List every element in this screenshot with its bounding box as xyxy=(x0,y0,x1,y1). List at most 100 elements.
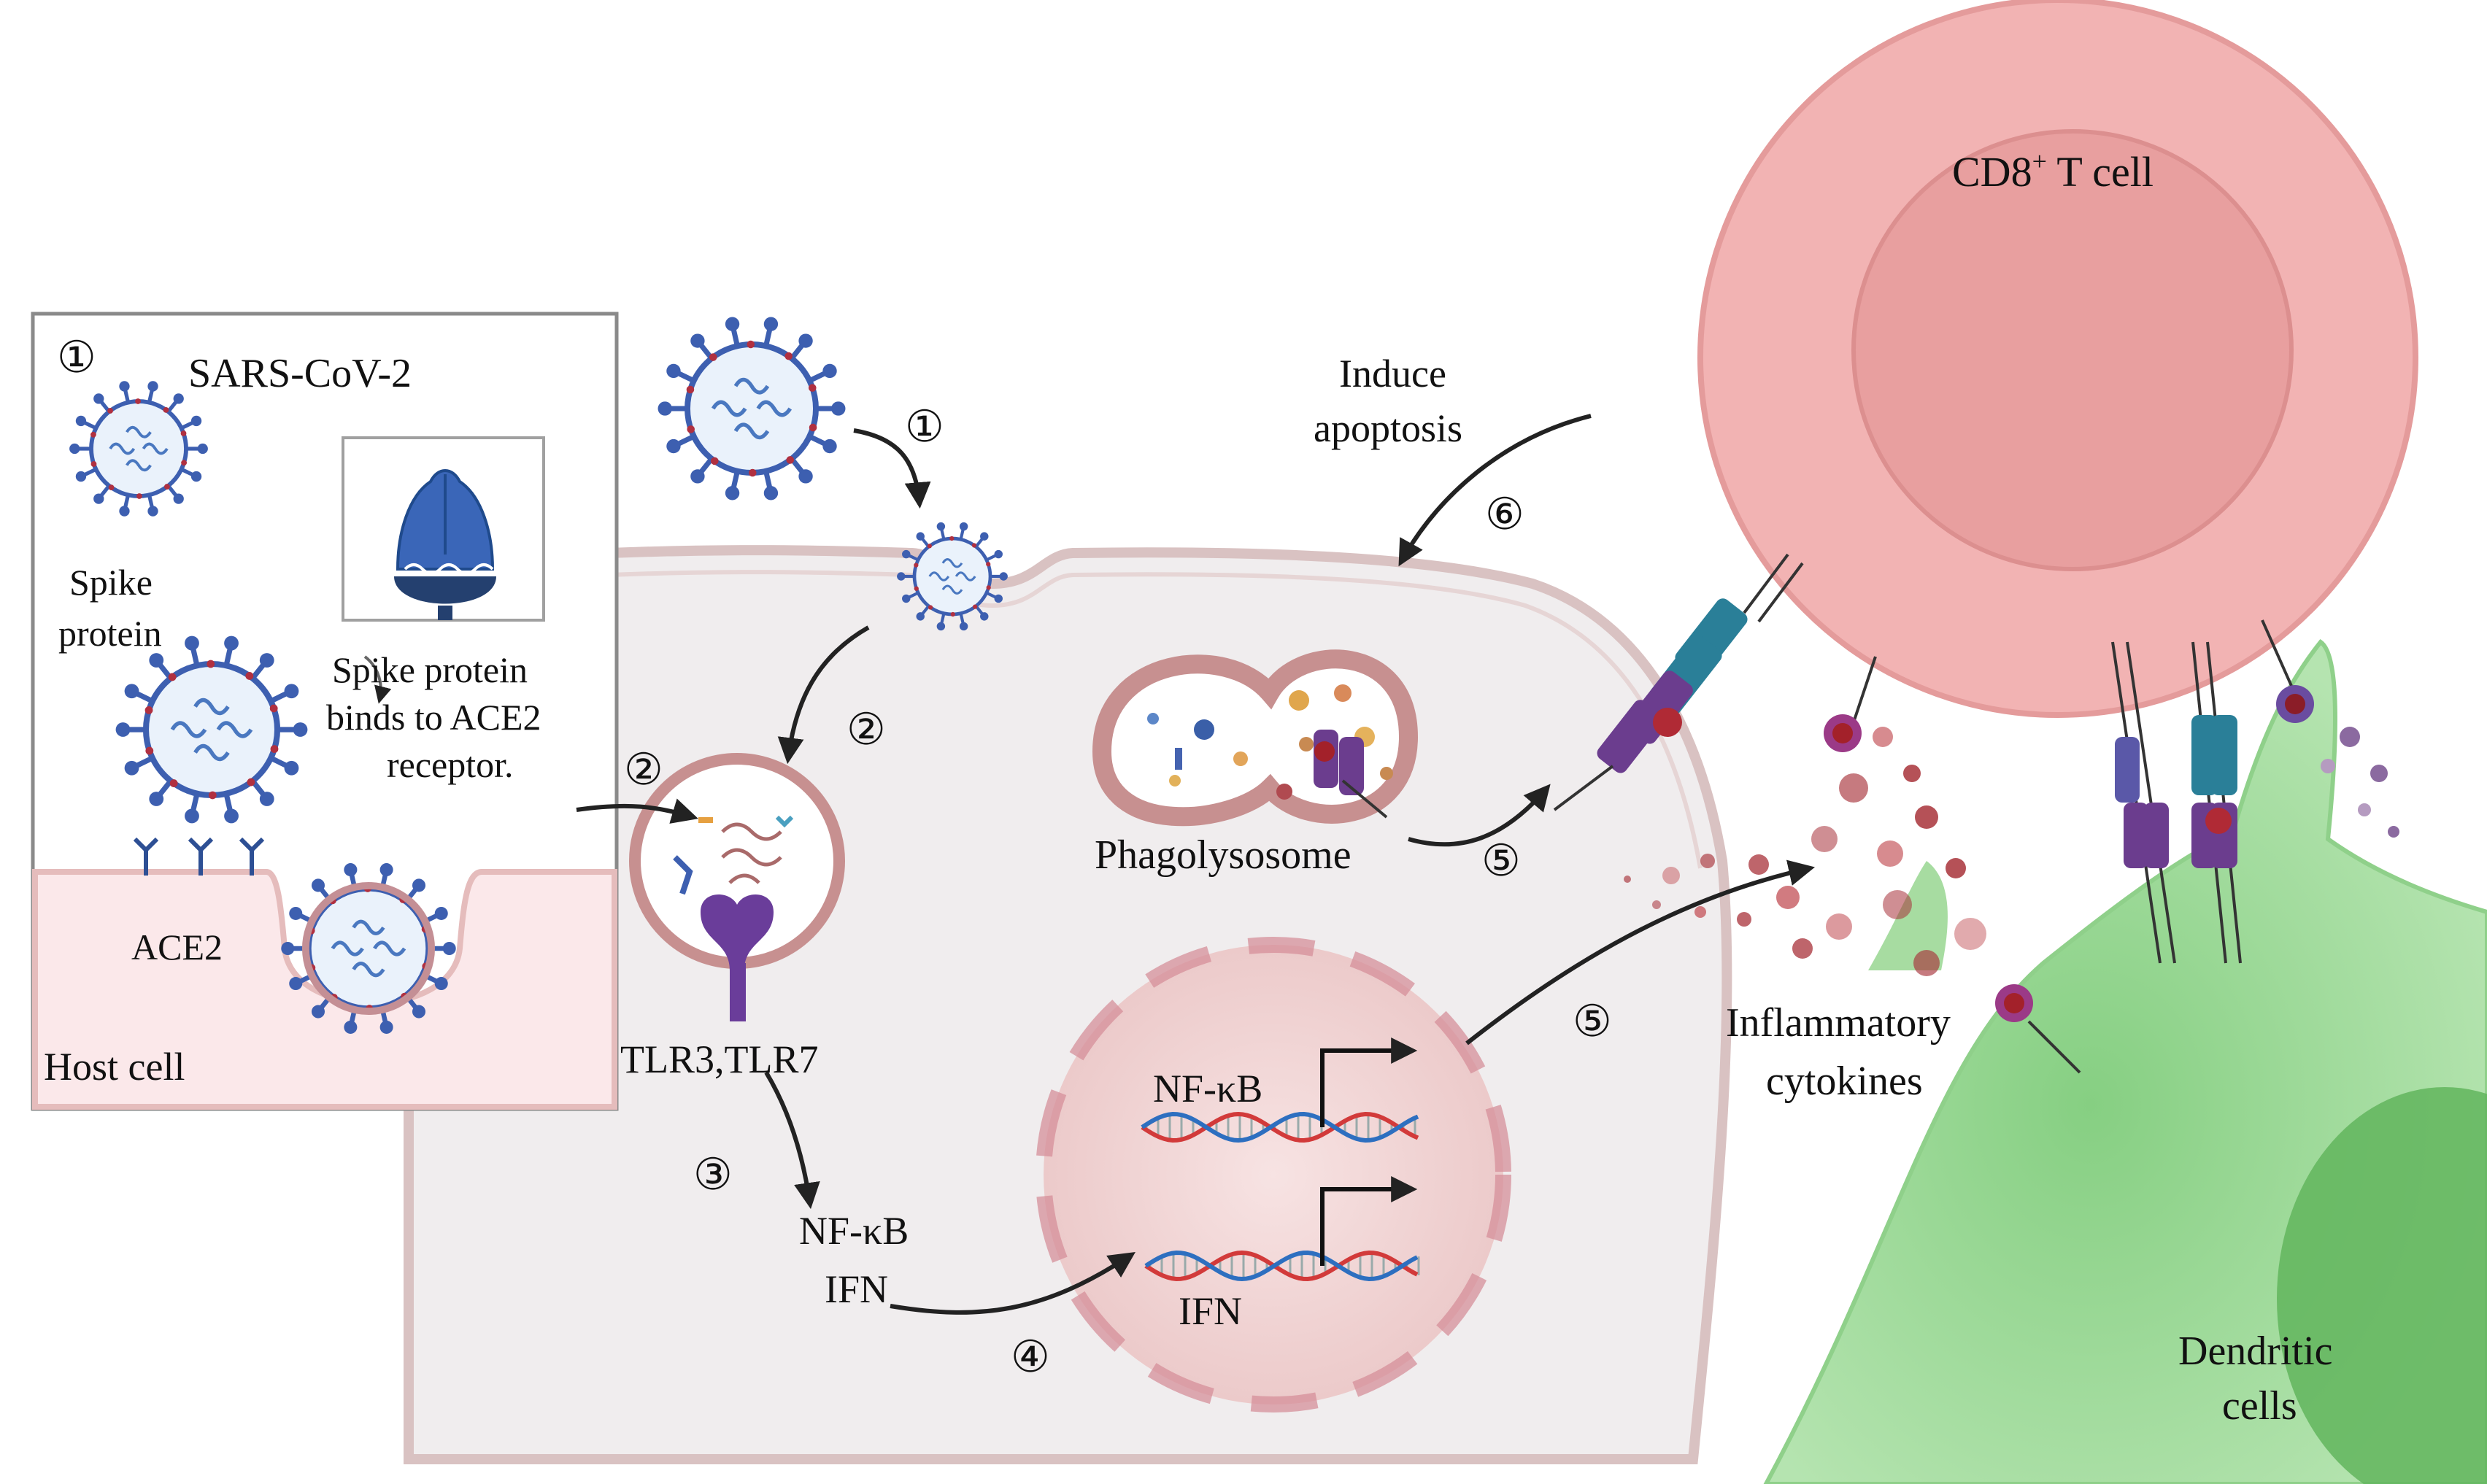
label-spike-protein-1: Spike xyxy=(69,562,153,603)
label-dendritic: Dendritic xyxy=(2178,1329,2332,1374)
cytokine-dot xyxy=(1915,805,1938,829)
cytokine-dot xyxy=(1903,765,1921,782)
cytokine-dot xyxy=(1954,918,1986,950)
arrow-entry-1 xyxy=(853,428,931,509)
label-spike-binds-2: binds to ACE2 xyxy=(326,697,541,738)
cytokine-dot xyxy=(1737,912,1751,927)
spike-protein xyxy=(980,532,989,541)
spike-protein xyxy=(902,549,911,559)
label-nfkb-nucleus: NF-κB xyxy=(1153,1067,1262,1110)
spike-protein xyxy=(434,906,448,920)
cytokine-dot xyxy=(1776,886,1800,909)
phagolysosome xyxy=(1092,649,1419,827)
cytokine-dot xyxy=(1700,854,1715,868)
tcr-mhc-complex-left xyxy=(1553,553,1804,811)
spike-protein xyxy=(147,381,158,392)
spike-protein xyxy=(994,549,1003,559)
transcription-arrows xyxy=(1320,1037,1418,1266)
step-entry-1: ① xyxy=(905,403,944,451)
step-5-cytokine: ⑤ xyxy=(1573,997,1612,1046)
cytokine-dot xyxy=(1877,840,1903,867)
spike-protein xyxy=(173,393,184,404)
spike-protein xyxy=(147,506,158,517)
arrow-ifn-4 xyxy=(890,1252,1135,1315)
spike-protein xyxy=(897,572,906,581)
virion xyxy=(897,522,1008,631)
inflammatory-cytokine-dots xyxy=(1624,727,1986,976)
cd8-t-cell xyxy=(1697,0,2418,718)
ace2-receptors xyxy=(133,837,265,876)
spike-protein xyxy=(293,722,308,737)
virion xyxy=(281,863,456,1034)
spike-protein xyxy=(75,415,87,427)
dna-helix xyxy=(1144,1250,1420,1282)
spike-protein xyxy=(185,808,199,824)
spike-protein xyxy=(725,317,740,331)
cytokine-receptors xyxy=(1824,619,2314,1074)
spike-protein xyxy=(822,363,837,379)
label-cd8-main: CD8 xyxy=(1952,148,2032,196)
label-cd8-sup: + xyxy=(2032,147,2047,176)
step-6: ⑥ xyxy=(1485,490,1524,538)
cytokine-dot xyxy=(1694,906,1706,918)
spike-protein xyxy=(690,469,705,484)
spike-protein xyxy=(959,522,968,531)
label-inflammatory: Inflammatory xyxy=(1726,1000,1951,1046)
label-spike-binds-3: receptor. xyxy=(387,744,514,785)
spike-protein xyxy=(442,941,456,956)
tcr-mhc-complex-right xyxy=(2111,641,2242,964)
spike-protein xyxy=(412,878,426,892)
virion xyxy=(658,317,846,501)
label-spike-protein-2: protein xyxy=(58,613,162,654)
spike-protein xyxy=(994,594,1003,603)
spike-protein xyxy=(311,1005,325,1019)
spike-protein xyxy=(344,1020,358,1034)
arrow-cytokine-5 xyxy=(1465,859,1816,1046)
spike-protein xyxy=(190,415,202,427)
spike-protein xyxy=(119,381,130,392)
nucleus xyxy=(1036,937,1511,1412)
label-cd8-tail: T cell xyxy=(2047,148,2154,196)
cytokine-dot xyxy=(1652,900,1661,909)
step-endosome-2: ② xyxy=(847,706,886,754)
label-ifn-nucleus: IFN xyxy=(1179,1289,1242,1333)
spike-protein xyxy=(289,977,303,991)
spike-protein xyxy=(822,438,837,454)
dna-strands xyxy=(1141,1111,1420,1282)
labels: SARS-CoV-2 Spike protein Spike protein b… xyxy=(44,147,2332,1429)
spike-protein xyxy=(999,572,1008,581)
spike-protein xyxy=(666,438,681,454)
spike-protein xyxy=(284,684,299,699)
spike-protein xyxy=(936,522,946,531)
label-nfkb-cytoplasm: NF-κB xyxy=(799,1209,909,1253)
arrow-endocytosis-2 xyxy=(777,625,870,765)
spike-protein xyxy=(311,878,325,892)
spike-protein xyxy=(281,941,295,956)
cytokine-dot xyxy=(1883,890,1912,919)
spike-protein xyxy=(798,469,813,484)
label-apoptosis: apoptosis xyxy=(1314,406,1462,450)
arrow-apoptosis-6 xyxy=(1398,414,1592,567)
cytokine-dot xyxy=(1748,854,1769,875)
spike-protein xyxy=(936,622,946,631)
spike-protein xyxy=(190,471,202,482)
spike-protein xyxy=(412,1005,426,1019)
arrow-inset-2 xyxy=(576,798,698,824)
spike-protein xyxy=(119,506,130,517)
label-induce: Induce xyxy=(1339,352,1446,395)
virion xyxy=(69,381,208,517)
label-ace2: ACE2 xyxy=(131,927,223,967)
spike-protein xyxy=(798,333,813,348)
spike-protein xyxy=(379,1020,393,1034)
spike-protein xyxy=(763,317,779,331)
step-5-antigen: ⑤ xyxy=(1481,837,1521,885)
cytokine-dot xyxy=(1946,858,1966,878)
label-cells: cells xyxy=(2222,1383,2297,1429)
virion xyxy=(115,635,308,824)
dendritic-cell xyxy=(1763,638,2487,1484)
pathway-arrows xyxy=(576,414,1816,1315)
spike-protein xyxy=(658,401,672,416)
spike-protein xyxy=(959,622,968,631)
